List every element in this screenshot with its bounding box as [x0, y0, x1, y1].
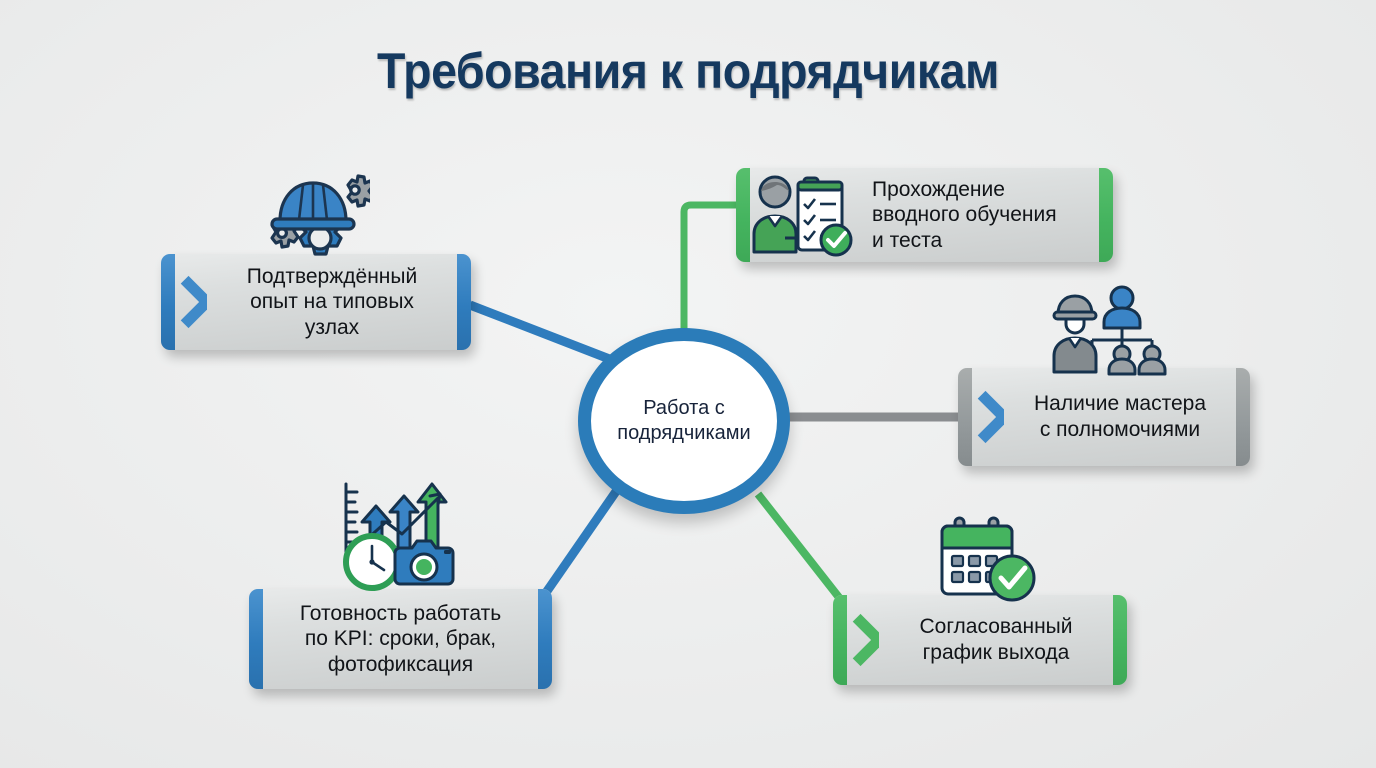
- node-kpi-readiness-label: Готовность работать по KPI: сроки, брак,…: [299, 601, 502, 676]
- node-experience[interactable]: Подтверждённый опыт на типовых узлах: [161, 254, 471, 350]
- node-experience-accent-right: [457, 254, 471, 350]
- node-kpi-readiness-accent-left: [249, 589, 263, 689]
- node-experience-label: Подтверждённый опыт на типовых узлах: [246, 264, 418, 339]
- node-induction-training-accent-left: [736, 168, 750, 262]
- connector-agreed-schedule: [754, 491, 845, 603]
- node-induction-training-accent-right: [1099, 168, 1113, 262]
- connector-induction-training: [680, 201, 742, 336]
- connector-kpi-readiness: [541, 487, 621, 597]
- chevron-right-icon: [852, 595, 879, 685]
- node-agreed-schedule-label: Согласованный график выхода: [919, 615, 1073, 664]
- node-kpi-readiness[interactable]: Готовность работать по KPI: сроки, брак,…: [249, 589, 552, 689]
- node-agreed-schedule-accent-left: [833, 595, 847, 685]
- clock-camera-growth-icon: [330, 478, 462, 593]
- chevron-right-icon: [977, 368, 1004, 466]
- node-kpi-readiness-body: Готовность работать по KPI: сроки, брак,…: [263, 589, 538, 689]
- node-foreman-authority-label: Наличие мастера с полномочиями: [1033, 392, 1207, 441]
- connector-experience: [468, 300, 614, 365]
- node-induction-training[interactable]: Прохождение вводного обучения и теста: [736, 168, 1113, 262]
- calendar-check-icon: [934, 516, 1040, 604]
- node-foreman-authority-accent-left: [958, 368, 972, 466]
- org-chart-people-icon: [1052, 284, 1170, 376]
- node-induction-training-body: Прохождение вводного обучения и теста: [750, 168, 1099, 262]
- node-foreman-authority-accent-right: [1236, 368, 1250, 466]
- center-hub-label: Работа с подрядчиками: [617, 397, 751, 444]
- center-hub[interactable]: Работа с подрядчиками: [578, 328, 790, 514]
- node-induction-training-label: Прохождение вводного обучения и теста: [872, 177, 1057, 252]
- node-agreed-schedule-accent-right: [1113, 595, 1127, 685]
- node-agreed-schedule[interactable]: Согласованный график выхода: [833, 595, 1127, 685]
- node-foreman-authority[interactable]: Наличие мастера с полномочиями: [958, 368, 1250, 466]
- node-kpi-readiness-accent-right: [538, 589, 552, 689]
- hardhat-gears-icon: [258, 163, 370, 263]
- node-experience-accent-left: [161, 254, 175, 350]
- node-foreman-authority-body: Наличие мастера с полномочиями: [1004, 368, 1236, 466]
- page-title: Требования к подрядчикам: [377, 43, 999, 99]
- node-agreed-schedule-body: Согласованный график выхода: [879, 595, 1113, 685]
- node-experience-body: Подтверждённый опыт на типовых узлах: [207, 254, 457, 350]
- chevron-right-icon: [180, 254, 207, 350]
